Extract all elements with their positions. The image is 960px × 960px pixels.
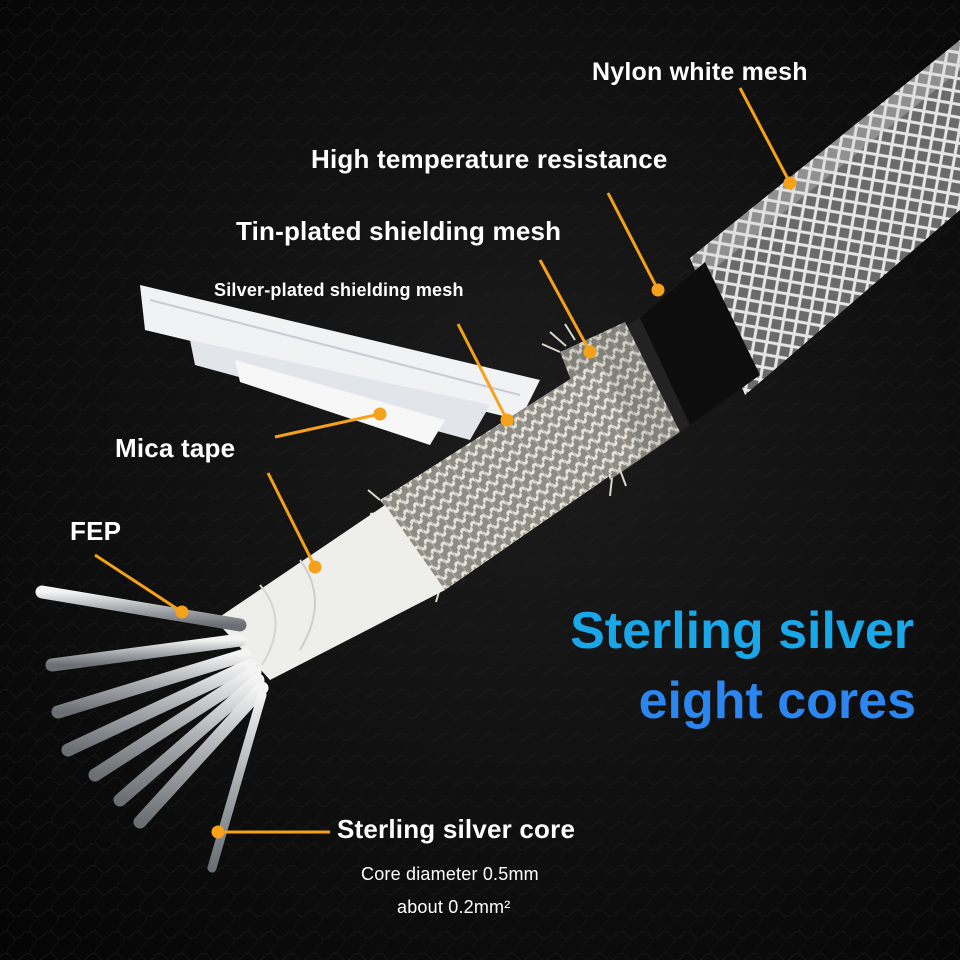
label-sterling-silver-core: Sterling silver core: [337, 814, 576, 844]
leader-silver-shield: [456, 323, 509, 421]
leader-dot-core: [211, 825, 225, 839]
label-mica-tape: Mica tape: [115, 433, 236, 463]
label-high-temperature-resistance: High temperature resistance: [311, 144, 668, 174]
leader-dot-mica-strip: [373, 407, 387, 421]
leader-nylon: [738, 87, 792, 184]
leader-high-temp: [606, 192, 660, 291]
label-core-diameter: Core diameter 0.5mm: [361, 864, 539, 884]
leader-dot-high-temp: [651, 283, 665, 297]
mica-wrapped-bundle: [215, 505, 445, 680]
leader-dot-mica: [308, 560, 322, 574]
leader-dot-nylon: [783, 176, 797, 190]
label-core-area: about 0.2mm²: [397, 897, 511, 917]
leader-dot-silver-shield: [500, 413, 514, 427]
leader-dot-fep: [175, 605, 189, 619]
silver-cores: [35, 585, 269, 873]
leader-mica-strip: [274, 412, 381, 439]
label-fep: FEP: [70, 516, 122, 546]
leader-lines: [94, 87, 797, 839]
mica-tape-strips: [140, 285, 540, 445]
leader-tin: [538, 259, 592, 353]
label-silver-plated-shielding-mesh: Silver-plated shielding mesh: [214, 280, 464, 300]
leader-mica: [266, 472, 317, 568]
headline-line-1: Sterling silver: [570, 602, 914, 660]
label-tin-plated-shielding-mesh: Tin-plated shielding mesh: [236, 216, 562, 246]
leader-dot-tin: [583, 345, 597, 359]
nylon-mesh-sheath: [690, 40, 960, 395]
label-nylon-white-mesh: Nylon white mesh: [592, 58, 808, 86]
headline-line-2: eight cores: [638, 672, 916, 730]
leader-fep: [94, 553, 183, 614]
